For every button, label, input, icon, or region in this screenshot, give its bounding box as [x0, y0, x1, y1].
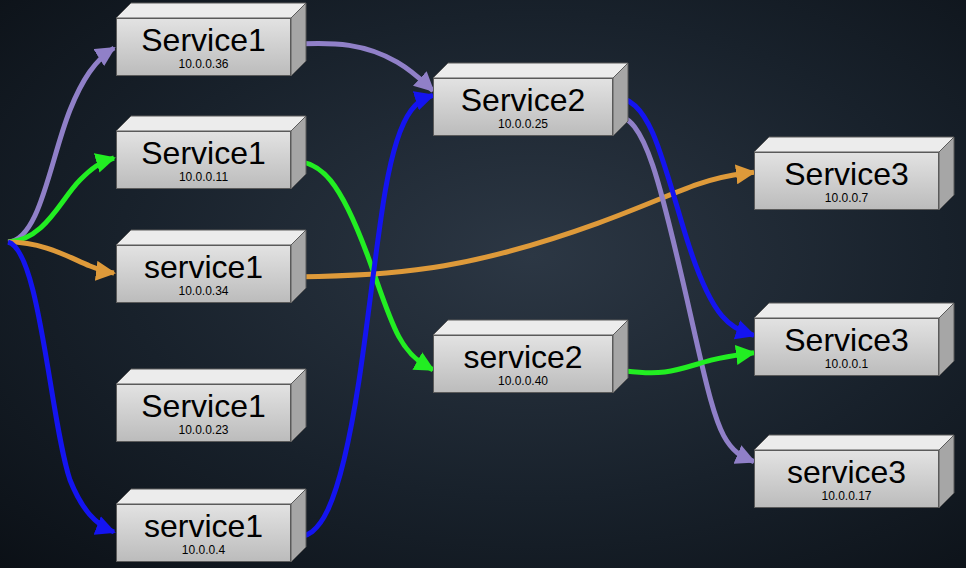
flow-arrow	[291, 43, 433, 90]
box-side	[291, 369, 306, 442]
server-box: Service210.0.0.25	[433, 78, 613, 136]
box-side	[291, 3, 306, 76]
box-side	[291, 489, 306, 562]
box-top	[754, 303, 954, 318]
box-top	[116, 489, 306, 504]
server-box: Service310.0.0.7	[754, 152, 939, 210]
flow-arrow	[613, 353, 754, 373]
box-top	[754, 435, 954, 450]
service-name: Service1	[141, 389, 266, 423]
ip-address: 10.0.0.11	[179, 170, 228, 184]
box-top	[433, 320, 628, 335]
box-top	[116, 230, 306, 245]
service-name: service2	[463, 340, 582, 374]
ip-address: 10.0.0.34	[178, 284, 228, 298]
box-side	[939, 303, 954, 376]
service-name: Service1	[141, 23, 266, 57]
box-top	[116, 3, 306, 18]
service-name: service3	[787, 455, 906, 489]
ip-address: 10.0.0.4	[182, 543, 225, 557]
service-name: service1	[144, 250, 263, 284]
service-name: service1	[144, 509, 263, 543]
flow-arrow	[291, 160, 433, 370]
box-side	[939, 435, 954, 508]
service-name: Service3	[784, 157, 909, 191]
box-top	[433, 63, 628, 78]
ip-address: 10.0.0.25	[498, 117, 548, 131]
entry-arrow	[8, 48, 114, 242]
server-box: Service310.0.0.1	[754, 318, 939, 376]
ip-address: 10.0.0.40	[498, 374, 548, 388]
box-side	[939, 137, 954, 210]
service-name: Service3	[784, 323, 909, 357]
service-name: Service1	[141, 136, 266, 170]
server-box: Service110.0.0.36	[116, 18, 291, 76]
service-name: Service2	[461, 83, 586, 117]
ip-address: 10.0.0.1	[825, 357, 868, 371]
box-top	[116, 116, 306, 131]
box-side	[613, 63, 628, 136]
flow-arrow	[613, 95, 754, 335]
server-box: service110.0.0.34	[116, 245, 291, 303]
box-side	[613, 320, 628, 393]
flow-arrow	[613, 114, 754, 462]
box-side	[291, 230, 306, 303]
entry-arrow	[8, 242, 114, 532]
box-top	[754, 137, 954, 152]
entry-arrow	[8, 158, 114, 242]
ip-address: 10.0.0.36	[178, 57, 228, 71]
ip-address: 10.0.0.17	[821, 489, 871, 503]
box-top	[116, 369, 306, 384]
server-box: Service110.0.0.11	[116, 131, 291, 189]
box-side	[291, 116, 306, 189]
server-box: service110.0.0.4	[116, 504, 291, 562]
ip-address: 10.0.0.7	[825, 191, 868, 205]
server-box: service310.0.0.17	[754, 450, 939, 508]
ip-address: 10.0.0.23	[178, 423, 228, 437]
server-box: service210.0.0.40	[433, 335, 613, 393]
server-box: Service110.0.0.23	[116, 384, 291, 442]
flow-arrow	[291, 95, 433, 538]
